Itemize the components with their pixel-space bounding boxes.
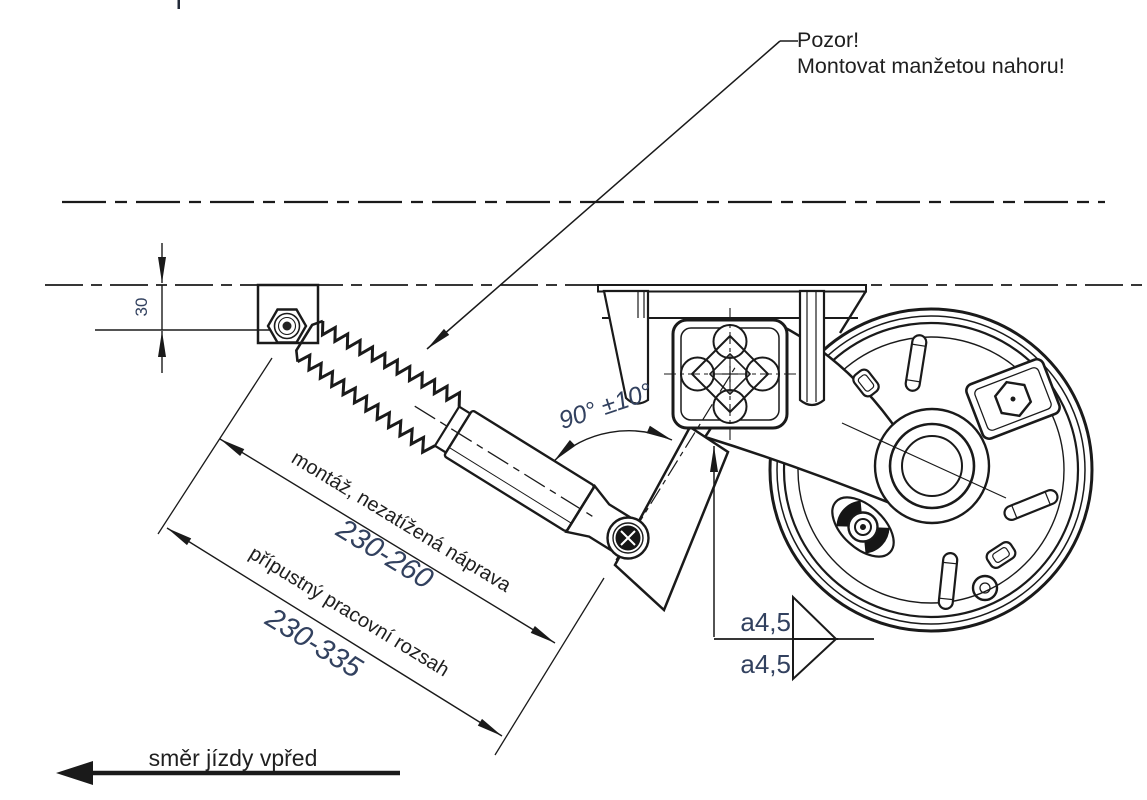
note-leader-line bbox=[426, 40, 781, 350]
backplate-pins bbox=[852, 334, 1059, 610]
fillet-weld-triangle-top bbox=[792, 594, 839, 640]
brake-cam bbox=[831, 496, 895, 558]
note-line2: Montovat manžetou nahoru! bbox=[797, 54, 1065, 78]
note-line1: Pozor! bbox=[797, 28, 859, 52]
direction-label: směr jízdy vpřed bbox=[149, 745, 318, 771]
bellows-bottom bbox=[296, 352, 436, 455]
crop-artifact bbox=[177, 0, 180, 9]
extension-line-end bbox=[494, 577, 605, 756]
shock-mount-fork bbox=[613, 425, 730, 613]
bellows-top bbox=[320, 320, 462, 407]
hex-nut bbox=[993, 380, 1033, 418]
shock-top-mount bbox=[95, 283, 320, 345]
brake-drum bbox=[768, 307, 1094, 633]
axle-tube bbox=[664, 308, 796, 440]
weld-size-bottom: a4,5 bbox=[740, 649, 791, 679]
hub-axis-line bbox=[841, 422, 1007, 499]
dim-30-value: 30 bbox=[132, 298, 151, 317]
extension-line-start bbox=[157, 357, 273, 535]
angle-value: 90° ±10° bbox=[555, 378, 655, 435]
hub-outer bbox=[888, 422, 976, 510]
angle-arc bbox=[553, 425, 673, 462]
hub-boss bbox=[873, 407, 991, 525]
dim-line-working-range bbox=[166, 527, 503, 737]
direction-arrow: směr jízdy vpřed bbox=[56, 745, 400, 785]
length-dimensions bbox=[157, 357, 605, 756]
shock-lower-eye bbox=[606, 516, 650, 560]
hub-bore bbox=[901, 435, 963, 497]
fillet-weld-triangle-bottom bbox=[792, 638, 839, 682]
axle-bracket bbox=[597, 284, 868, 407]
pozor-note: Pozor! Montovat manžetou nahoru! bbox=[426, 28, 1065, 350]
weld-size-top: a4,5 bbox=[740, 607, 791, 637]
weld-symbol bbox=[710, 446, 874, 682]
direction-arrowhead bbox=[56, 761, 93, 785]
spring-seat-plate bbox=[965, 357, 1061, 441]
boot-start-cap bbox=[295, 319, 324, 362]
